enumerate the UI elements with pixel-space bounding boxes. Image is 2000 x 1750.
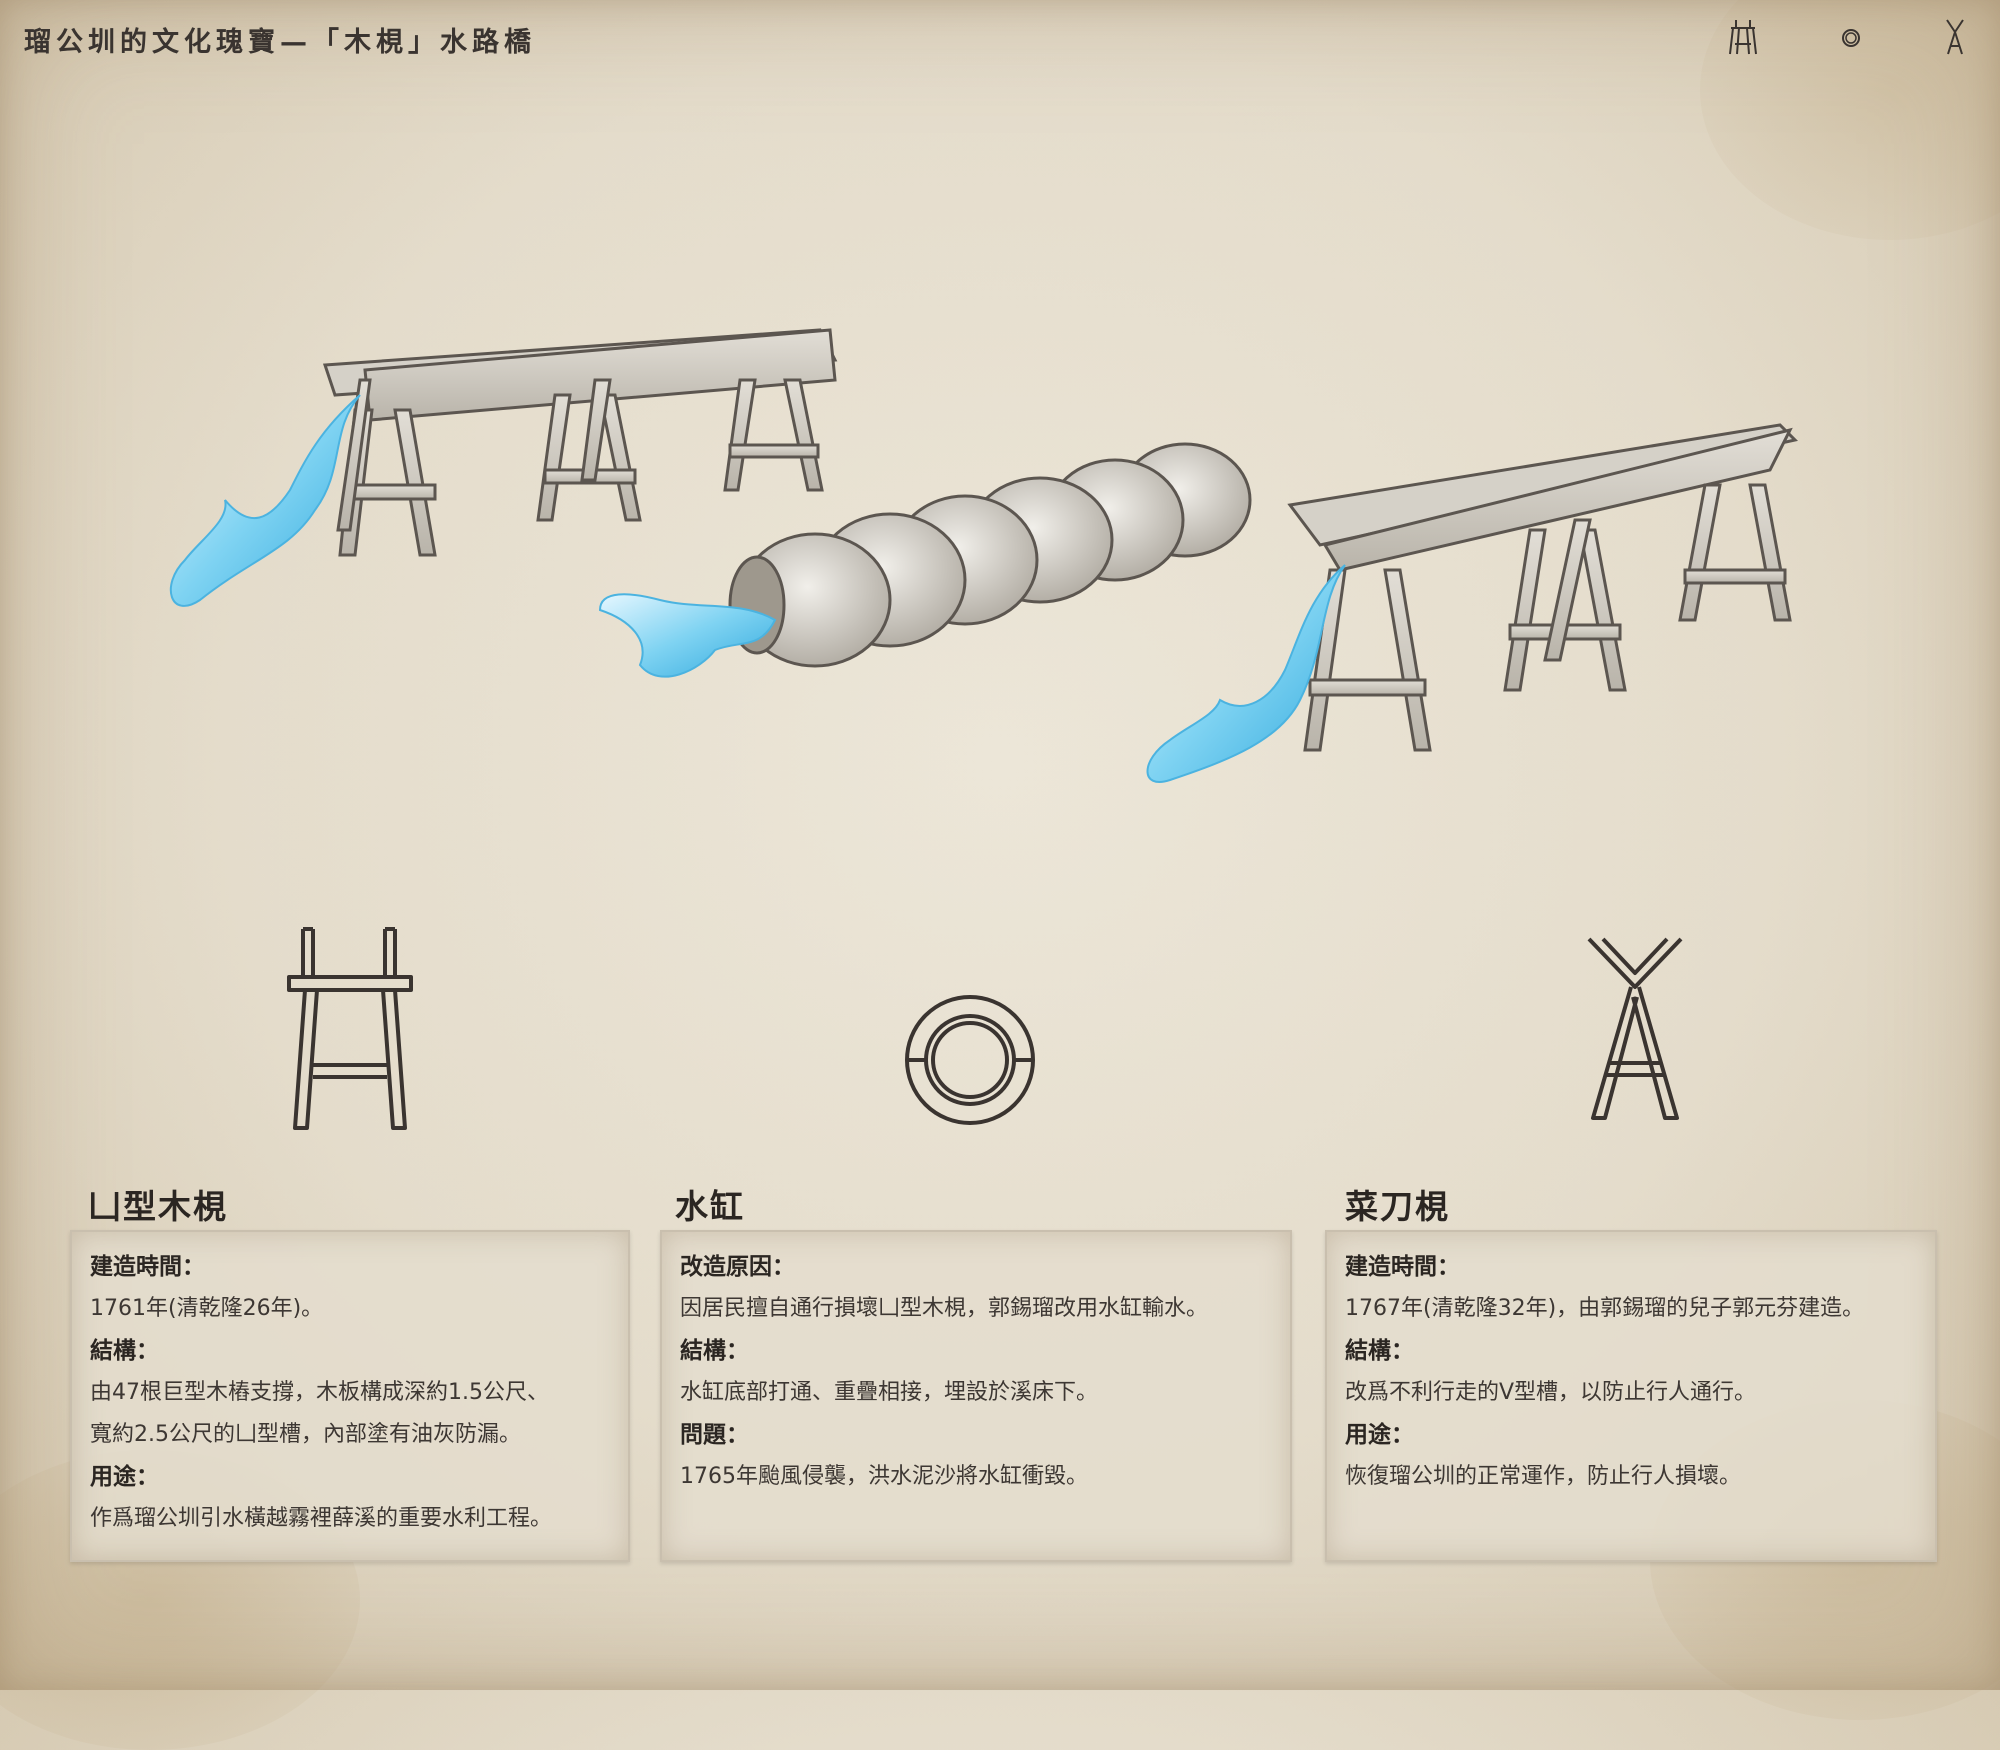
column-title-v-trough: 菜刀梘 (1345, 1187, 1450, 1226)
nav-u-trestle-button[interactable] (1720, 14, 1766, 60)
nav-ring-button[interactable] (1828, 14, 1874, 60)
column-title-u-trough: 凵型木梘 (88, 1187, 228, 1226)
text-line: 水缸底部打通、重疊相接，埋設於溪床下。 (680, 1380, 1099, 1405)
text-line: 因居民擅自通行損壞凵型木梘，郭錫瑠改用水缸輸水。 (680, 1296, 1209, 1321)
label-reason: 改造原因： (680, 1254, 795, 1280)
u-trestle-icon (287, 927, 413, 1130)
v-trough-model (1287, 423, 1798, 752)
text-line: 作爲瑠公圳引水橫越霧裡薛溪的重要水利工程。 (90, 1506, 553, 1531)
text-line: 改爲不利行走的V型槽，以防止行人通行。 (1345, 1380, 1757, 1405)
label-build-time: 建造時間： (1345, 1254, 1460, 1280)
ring-icon (905, 995, 1035, 1125)
label-build-time: 建造時間： (90, 1254, 205, 1280)
label-structure: 結構： (680, 1338, 749, 1364)
label-problem: 問題： (680, 1422, 749, 1448)
info-card-v-trough: 建造時間： 1767年(清乾隆32年)，由郭錫瑠的兒子郭元芬建造。 結構： 改爲… (1325, 1230, 1937, 1562)
info-card-water-jar: 改造原因： 因居民擅自通行損壞凵型木梘，郭錫瑠改用水缸輸水。 結構： 水缸底部打… (660, 1230, 1292, 1562)
text-line: 由47根巨型木樁支撐，木板構成深約1.5公尺、 (90, 1380, 549, 1405)
ring-icon (1842, 29, 1860, 47)
label-purpose: 用途： (1345, 1422, 1414, 1448)
text-line: 1767年(清乾隆32年)，由郭錫瑠的兒子郭元芬建造。 (1345, 1296, 1865, 1321)
aqueduct-illustration (169, 328, 1798, 783)
nav-v-trestle-button[interactable] (1932, 14, 1978, 60)
water-splash (598, 593, 777, 678)
text-line: 1765年颱風侵襲，洪水泥沙將水缸衝毀。 (680, 1464, 1088, 1489)
label-structure: 結構： (1345, 1338, 1414, 1364)
water-jar-model (728, 442, 1252, 668)
page-title: 瑠公圳的文化瑰寶—「木梘」水路橋 (24, 27, 536, 58)
u-trestle-icon (1729, 20, 1757, 55)
info-card-u-trough: 建造時間： 1761年(清乾隆26年)。 結構： 由47根巨型木樁支撐，木板構成… (70, 1230, 630, 1562)
text-line: 1761年(清乾隆26年)。 (90, 1296, 324, 1321)
text-line: 寬約2.5公尺的凵型槽，內部塗有油灰防漏。 (90, 1422, 521, 1447)
u-trough-model (322, 328, 838, 557)
column-title-water-jar: 水缸 (675, 1187, 745, 1226)
v-trestle-icon (1946, 19, 1964, 55)
v-trestle-icon (1587, 937, 1683, 1120)
section-nav (1720, 14, 1980, 60)
text-line: 恢復瑠公圳的正常運作，防止行人損壞。 (1345, 1464, 1742, 1489)
label-purpose: 用途： (90, 1464, 159, 1490)
label-structure: 結構： (90, 1338, 159, 1364)
water-splash (169, 394, 361, 607)
water-splash (1146, 564, 1346, 783)
